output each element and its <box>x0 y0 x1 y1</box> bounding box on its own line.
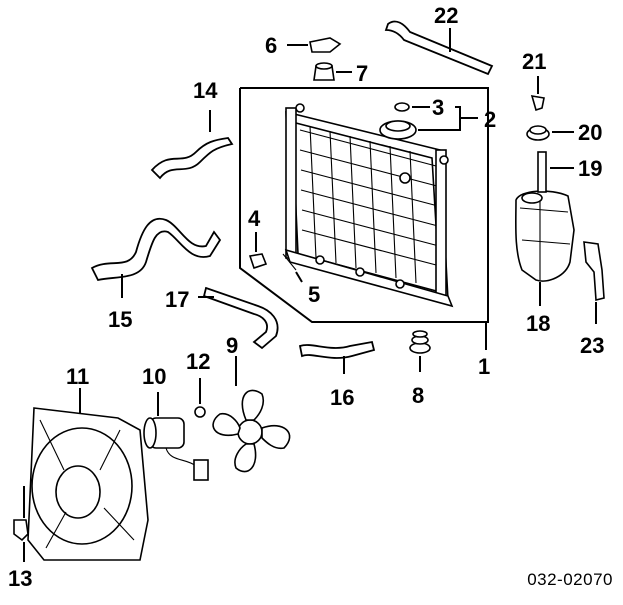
wire-clip <box>13 519 29 542</box>
tank-tube <box>537 151 547 193</box>
fan-shroud <box>27 407 149 561</box>
callout-2: 2 <box>484 107 497 132</box>
callout-11: 11 <box>66 364 90 389</box>
o-ring <box>282 253 297 271</box>
callout-8: 8 <box>412 383 425 408</box>
reserve-tank <box>514 190 575 282</box>
lower-hose <box>90 217 222 282</box>
callout-4: 4 <box>248 206 261 231</box>
bypass-hose <box>202 286 279 350</box>
callout-21: 21 <box>522 49 547 74</box>
callout-12: 12 <box>186 349 211 374</box>
callout-15: 15 <box>108 307 133 332</box>
callout-14: 14 <box>193 78 218 103</box>
lower-cushion <box>409 330 431 354</box>
callout-20: 20 <box>578 120 603 145</box>
diagram-reference-code: 032-02070 <box>527 570 613 589</box>
callout-10: 10 <box>142 364 167 389</box>
radiator-core <box>284 103 454 308</box>
tank-bracket <box>583 241 605 302</box>
fan-motor <box>143 417 209 481</box>
radiator-assembly-box <box>239 87 489 323</box>
callout-1: 1 <box>478 354 491 379</box>
cooling-fan <box>212 389 291 473</box>
upper-hose <box>150 137 234 180</box>
callout-22: 22 <box>434 3 459 28</box>
callout-7: 7 <box>356 61 369 86</box>
callout-19: 19 <box>578 156 603 181</box>
callout-6: 6 <box>265 33 278 58</box>
callout-5: 5 <box>308 282 321 307</box>
cap-gasket <box>394 102 410 112</box>
callout-16: 16 <box>330 385 355 410</box>
tube-clip <box>530 95 545 112</box>
callout-3: 3 <box>432 95 445 120</box>
callout-13: 13 <box>8 566 33 591</box>
callout-23: 23 <box>580 333 605 358</box>
callout-17: 17 <box>165 287 190 312</box>
callout-9: 9 <box>226 333 239 358</box>
fan-nut <box>194 406 206 418</box>
upper-bracket <box>309 37 342 53</box>
drain-plug <box>248 253 268 270</box>
callout-18: 18 <box>526 311 551 336</box>
overflow-hose <box>298 340 376 359</box>
siphon-tube <box>384 20 494 76</box>
